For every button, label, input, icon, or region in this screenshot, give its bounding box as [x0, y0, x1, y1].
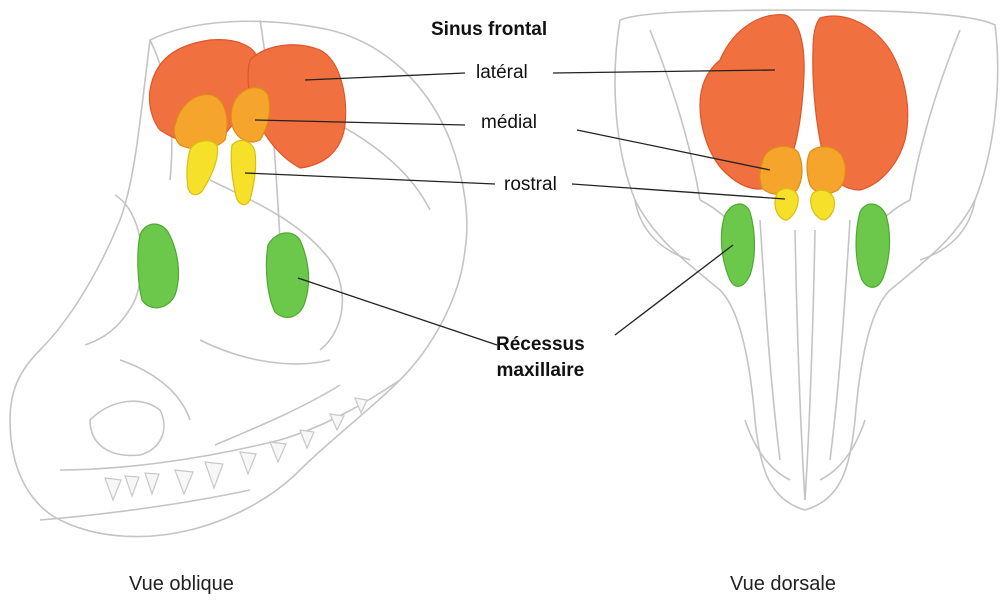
oblique-rostral-sinus-right	[231, 141, 255, 205]
label-recess-line2: maxillaire	[496, 358, 585, 384]
label-medial: médial	[481, 112, 537, 134]
leader-rostral-oblique	[245, 173, 495, 184]
leader-recess-dorsal	[615, 245, 733, 335]
dorsal-maxillary-recess-right	[856, 204, 889, 287]
oblique-teeth	[105, 398, 367, 500]
dorsal-lateral-sinus	[700, 15, 908, 190]
dorsal-maxillary-recess-left	[721, 204, 754, 286]
oblique-maxillary-recess-left	[138, 224, 179, 308]
sinus-frontal-title: Sinus frontal	[431, 19, 547, 41]
dorsal-maxillary-recess	[721, 204, 889, 287]
oblique-maxillary-recess-right	[266, 233, 308, 318]
dorsal-rostral-sinus-right	[811, 190, 835, 220]
oblique-maxillary-recess	[138, 224, 309, 317]
dorsal-rostral-sinus	[775, 189, 835, 220]
caption-oblique-view: Vue oblique	[129, 573, 234, 596]
dorsal-medial-sinus-left	[760, 146, 802, 194]
leader-recess-oblique	[298, 278, 497, 345]
oblique-rostral-sinus-left	[187, 141, 218, 195]
label-lateral: latéral	[476, 62, 528, 84]
dorsal-skull-outline	[615, 10, 998, 510]
dorsal-medial-sinus	[760, 146, 846, 194]
dorsal-medial-sinus-right	[807, 147, 845, 194]
label-maxillary-recess: Récessus maxillaire	[496, 332, 585, 384]
caption-dorsal-view: Vue dorsale	[730, 573, 836, 596]
label-recess-line1: Récessus	[496, 332, 585, 358]
dorsal-rostral-sinus-left	[775, 189, 798, 220]
label-rostral: rostral	[504, 174, 557, 196]
